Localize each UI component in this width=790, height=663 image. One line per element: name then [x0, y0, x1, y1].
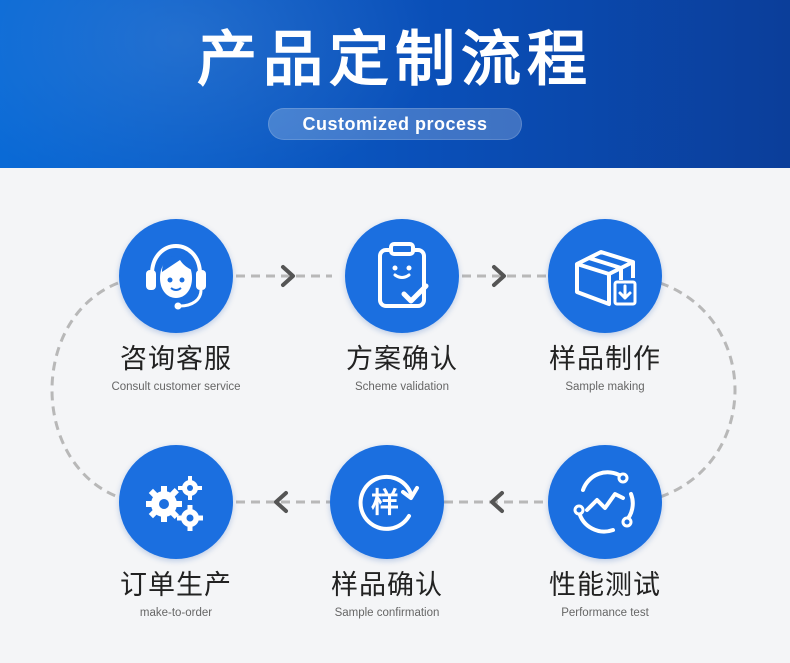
- step-circle: [119, 219, 233, 333]
- step-circle: [345, 219, 459, 333]
- step-subtitle: Scheme validation: [355, 381, 449, 393]
- sample-refresh-icon: 样: [358, 474, 419, 531]
- step-sample-making: 样品制作 Sample making: [495, 219, 715, 395]
- header-sheen: [0, 0, 440, 168]
- step-circle: [548, 445, 662, 559]
- header-banner: 产品定制流程 Customized process: [0, 0, 790, 168]
- package-box-icon: [575, 250, 637, 306]
- page-title: 产品定制流程: [197, 25, 593, 95]
- step-title: 样品制作: [549, 344, 661, 375]
- step-sample-confirmation: 样 样品确认 Sample confirmation: [277, 445, 497, 621]
- step-title: 订单生产: [120, 570, 232, 601]
- gears-production-icon: [146, 476, 203, 531]
- customer-service-headset-icon: [146, 243, 206, 310]
- connector-3-4-loop: [659, 281, 737, 499]
- step-circle: [548, 219, 662, 333]
- arrow-right-icon: [281, 265, 295, 287]
- step-scheme-validation: 方案确认 Scheme validation: [292, 219, 512, 395]
- step-circle: 样: [330, 445, 444, 559]
- step-title: 样品确认: [331, 570, 443, 601]
- step-subtitle: Sample making: [565, 381, 645, 393]
- step-title: 咨询客服: [120, 344, 232, 375]
- arrow-left-icon: [490, 491, 504, 513]
- step-subtitle: Consult customer service: [111, 381, 241, 393]
- arrow-left-icon: [274, 491, 288, 513]
- step-subtitle: Performance test: [561, 607, 649, 619]
- step-circle: [119, 445, 233, 559]
- test-graph-cycle-icon: [573, 470, 635, 534]
- connector-6-1-loop: [50, 281, 119, 499]
- step-performance-test: 性能测试 Performance test: [495, 445, 715, 621]
- step-subtitle: make-to-order: [139, 607, 213, 619]
- page-subtitle: Customized process: [268, 108, 522, 140]
- step-title: 性能测试: [549, 570, 661, 601]
- arrow-right-icon: [492, 265, 506, 287]
- step-subtitle: Sample confirmation: [334, 607, 440, 619]
- step-make-to-order: 订单生产 make-to-order: [66, 445, 286, 621]
- step-consult-customer-service: 咨询客服 Consult customer service: [66, 219, 286, 395]
- sample-glyph: 样: [371, 486, 399, 519]
- step-title: 方案确认: [346, 344, 458, 375]
- clipboard-check-icon: [378, 242, 429, 308]
